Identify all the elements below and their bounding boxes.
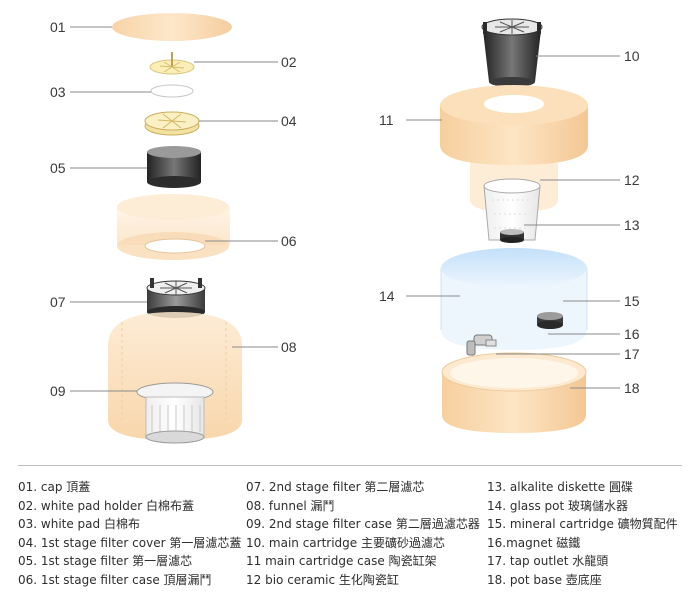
legend-item: 04. 1st stage filter cover 第一層濾芯蓋 bbox=[18, 535, 242, 550]
legend-item: 13. alkalite diskette 圓碟 bbox=[487, 480, 633, 494]
second-stage-filter-07 bbox=[146, 278, 206, 318]
callout-11: 11 bbox=[379, 112, 394, 128]
callout-numbers: 01 02 03 04 05 06 07 08 09 10 11 12 13 1… bbox=[50, 19, 640, 399]
callout-09: 09 bbox=[50, 383, 66, 399]
legend-item: 08. funnel 漏鬥 bbox=[246, 498, 335, 513]
bio-ceramic-12 bbox=[483, 178, 541, 241]
leader-lines bbox=[70, 26, 620, 392]
legend-item: 12 bio ceramic 生化陶瓷缸 bbox=[246, 572, 399, 587]
mineral-cartridge-15 bbox=[537, 312, 563, 329]
white-pad-03 bbox=[150, 84, 194, 98]
legend-column-2: 07. 2nd stage filter 第二層濾芯 08. funnel 漏鬥… bbox=[246, 478, 480, 590]
legend-item: 11 main cartridge case 陶瓷缸架 bbox=[246, 554, 437, 569]
callout-15: 15 bbox=[624, 293, 640, 309]
legend-item: 07. 2nd stage filter 第二層濾芯 bbox=[246, 480, 425, 494]
cap-01 bbox=[112, 13, 232, 41]
legend-item: 02. white pad holder 白棉布蓋 bbox=[18, 498, 194, 513]
callout-04: 04 bbox=[281, 113, 297, 129]
first-stage-filter-case-06 bbox=[117, 194, 230, 260]
legend-item: 06. 1st stage filter case 頂層漏鬥 bbox=[18, 572, 212, 587]
first-stage-filter-cover-04 bbox=[144, 111, 200, 136]
callout-02: 02 bbox=[281, 54, 297, 70]
legend-divider bbox=[18, 465, 682, 466]
legend-item: 15. mineral cartridge 礦物質配件 bbox=[487, 517, 678, 532]
callout-10: 10 bbox=[624, 48, 640, 64]
glass-pot-14 bbox=[440, 248, 588, 350]
callout-13: 13 bbox=[624, 217, 640, 233]
callout-03: 03 bbox=[50, 84, 66, 100]
callout-14: 14 bbox=[379, 288, 395, 304]
alkalite-diskette-13 bbox=[500, 229, 524, 243]
callout-06: 06 bbox=[281, 233, 297, 249]
legend-column-3: 13. alkalite diskette 圓碟 14. glass pot 玻… bbox=[487, 478, 678, 590]
legend-item: 14. glass pot 玻璃儲水器 bbox=[487, 498, 629, 513]
callout-07: 07 bbox=[50, 294, 66, 310]
legend-item: 10. main cartridge 主要礦砂過濾芯 bbox=[246, 535, 445, 550]
callout-01: 01 bbox=[50, 19, 66, 35]
legend-item: 01. cap 頂蓋 bbox=[18, 480, 91, 494]
main-cartridge-10 bbox=[481, 18, 543, 87]
legend-item: 03. white pad 白棉布 bbox=[18, 517, 140, 532]
pot-base-18 bbox=[441, 352, 587, 433]
callout-12: 12 bbox=[624, 172, 640, 188]
legend-column-1: 01. cap 頂蓋 02. white pad holder 白棉布蓋 03.… bbox=[18, 478, 241, 590]
legend-item: 18. pot base 壺底座 bbox=[487, 572, 602, 587]
callout-05: 05 bbox=[50, 160, 66, 176]
parts-legend: 01. cap 頂蓋 02. white pad holder 白棉布蓋 03.… bbox=[18, 478, 688, 606]
exploded-diagram: 01 02 03 04 05 06 07 08 09 10 11 12 13 1… bbox=[50, 13, 640, 444]
first-stage-filter-05 bbox=[147, 146, 201, 188]
tap-outlet-17 bbox=[466, 334, 497, 356]
legend-item: 16.magnet 磁鐵 bbox=[487, 535, 581, 550]
white-pad-holder-02 bbox=[149, 52, 195, 75]
callout-17: 17 bbox=[624, 346, 640, 362]
callout-16: 16 bbox=[624, 326, 640, 342]
legend-item: 09. 2nd stage filter case 第二層過濾芯器 bbox=[246, 517, 480, 532]
callout-08: 08 bbox=[281, 339, 297, 355]
second-stage-filter-case-09 bbox=[136, 382, 214, 444]
legend-item: 05. 1st stage filter 第一層濾芯 bbox=[18, 554, 193, 569]
funnel-08 bbox=[108, 312, 242, 440]
callout-18: 18 bbox=[624, 380, 640, 396]
legend-item: 17. tap outlet 水龍頭 bbox=[487, 554, 609, 569]
